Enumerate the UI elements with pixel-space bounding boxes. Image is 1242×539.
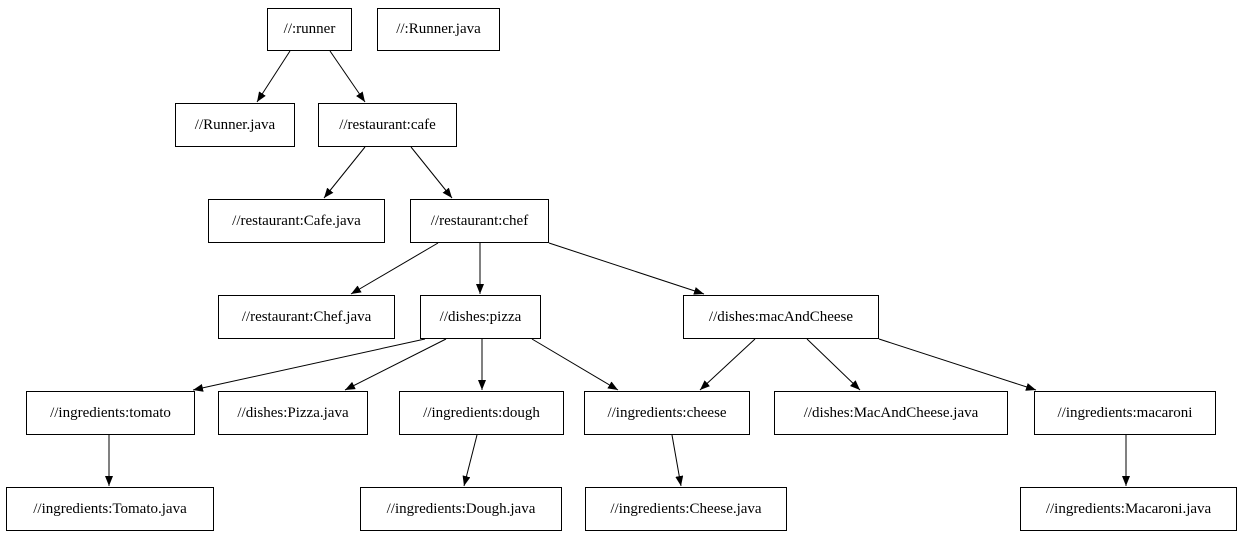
- graph-node-label: //dishes:pizza: [439, 308, 522, 325]
- graph-node-label: //restaurant:chef: [430, 212, 529, 229]
- graph-node-label: //ingredients:macaroni: [1057, 404, 1193, 421]
- graph-edge-cheese-to-cheese-java: [671, 434, 684, 487]
- graph-node-label: //ingredients:Tomato.java: [33, 500, 187, 517]
- graph-node-dough: //ingredients:dough: [399, 391, 564, 435]
- graph-edge-runner-to-runner-java: [256, 50, 291, 103]
- graph-edge-pizza-to-pizza-java: [344, 338, 447, 391]
- graph-node-tomato: //ingredients:tomato: [26, 391, 195, 435]
- graph-node-chef: //restaurant:chef: [410, 199, 549, 243]
- graph-node-label: //restaurant:Cafe.java: [232, 212, 361, 229]
- graph-node-runner: //:runner: [267, 8, 352, 51]
- graph-node-label: //ingredients:tomato: [50, 404, 171, 421]
- graph-node-label: //restaurant:cafe: [339, 116, 436, 133]
- graph-node-macaroni-java: //ingredients:Macaroni.java: [1020, 487, 1237, 531]
- graph-node-runner-java-target: //:Runner.java: [377, 8, 500, 51]
- graph-edge-chef-to-mac-and-cheese: [548, 242, 705, 295]
- graph-node-cheese-java: //ingredients:Cheese.java: [585, 487, 787, 531]
- graph-node-label: //ingredients:cheese: [607, 404, 727, 421]
- graph-node-label: //restaurant:Chef.java: [241, 308, 372, 325]
- graph-edge-cafe-to-cafe-java: [323, 146, 366, 199]
- graph-node-label: //Runner.java: [194, 116, 276, 133]
- graph-edge-cafe-to-chef: [410, 146, 453, 199]
- graph-node-label: //dishes:MacAndCheese.java: [803, 404, 979, 421]
- graph-node-label: //ingredients:Cheese.java: [610, 500, 762, 517]
- graph-node-cafe: //restaurant:cafe: [318, 103, 457, 147]
- graph-edge-mac-and-cheese-to-cheese: [699, 338, 756, 391]
- graph-node-tomato-java: //ingredients:Tomato.java: [6, 487, 214, 531]
- graph-node-dough-java: //ingredients:Dough.java: [360, 487, 562, 531]
- graph-node-pizza: //dishes:pizza: [420, 295, 541, 339]
- graph-node-cafe-java: //restaurant:Cafe.java: [208, 199, 385, 243]
- graph-node-label: //dishes:Pizza.java: [237, 404, 349, 421]
- graph-node-cheese: //ingredients:cheese: [584, 391, 750, 435]
- graph-node-mac-and-cheese-java: //dishes:MacAndCheese.java: [774, 391, 1008, 435]
- graph-edge-mac-and-cheese-to-mac-and-cheese-java: [806, 338, 861, 391]
- graph-edge-runner-to-cafe: [329, 50, 366, 103]
- graph-edge-chef-to-chef-java: [350, 242, 439, 295]
- graph-edge-pizza-to-tomato: [192, 338, 426, 392]
- graph-node-label: //:Runner.java: [396, 21, 481, 37]
- graph-edge-pizza-to-cheese: [531, 338, 619, 391]
- graph-node-label: //ingredients:dough: [423, 404, 540, 421]
- graph-node-runner-java: //Runner.java: [175, 103, 295, 147]
- graph-edge-dough-to-dough-java: [462, 434, 478, 487]
- graph-node-label: //dishes:macAndCheese: [708, 308, 854, 325]
- graph-node-label: //ingredients:Dough.java: [386, 500, 536, 517]
- graph-node-label: //ingredients:Macaroni.java: [1045, 500, 1212, 517]
- graph-node-label: //:runner: [283, 21, 336, 37]
- graph-node-chef-java: //restaurant:Chef.java: [218, 295, 395, 339]
- graph-node-macaroni: //ingredients:macaroni: [1034, 391, 1216, 435]
- graph-edge-mac-and-cheese-to-macaroni: [878, 338, 1037, 391]
- graph-node-pizza-java: //dishes:Pizza.java: [218, 391, 368, 435]
- graph-node-mac-and-cheese: //dishes:macAndCheese: [683, 295, 879, 339]
